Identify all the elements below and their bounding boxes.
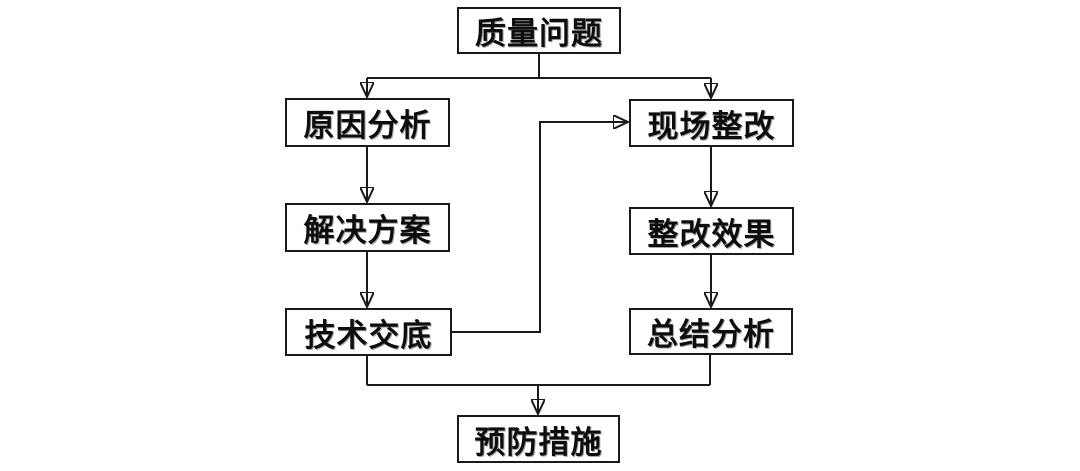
node-technical-disclosure-label: 技术交底 [304,317,433,353]
node-preventive-measures-label: 预防措施 [474,424,603,460]
node-quality-problem-label: 质量问题 [475,16,603,51]
node-summary-analysis: 总结分析 [629,308,793,355]
node-cause-analysis-label: 原因分析 [303,108,432,143]
node-summary-analysis-label: 总结分析 [647,317,775,352]
edge-technical-disclosure-to-site-rectification [452,122,627,333]
node-technical-disclosure: 技术交底 [285,308,452,356]
node-quality-problem: 质量问题 [457,7,621,54]
node-solution-label: 解决方案 [303,213,432,248]
node-site-rectification-label: 现场整改 [647,108,776,144]
node-site-rectification: 现场整改 [629,99,794,147]
node-rectification-effect-label: 整改效果 [647,216,776,252]
node-solution: 解决方案 [285,203,450,252]
node-rectification-effect: 整改效果 [629,207,794,255]
node-preventive-measures: 预防措施 [457,415,620,463]
node-cause-analysis: 原因分析 [285,98,450,147]
